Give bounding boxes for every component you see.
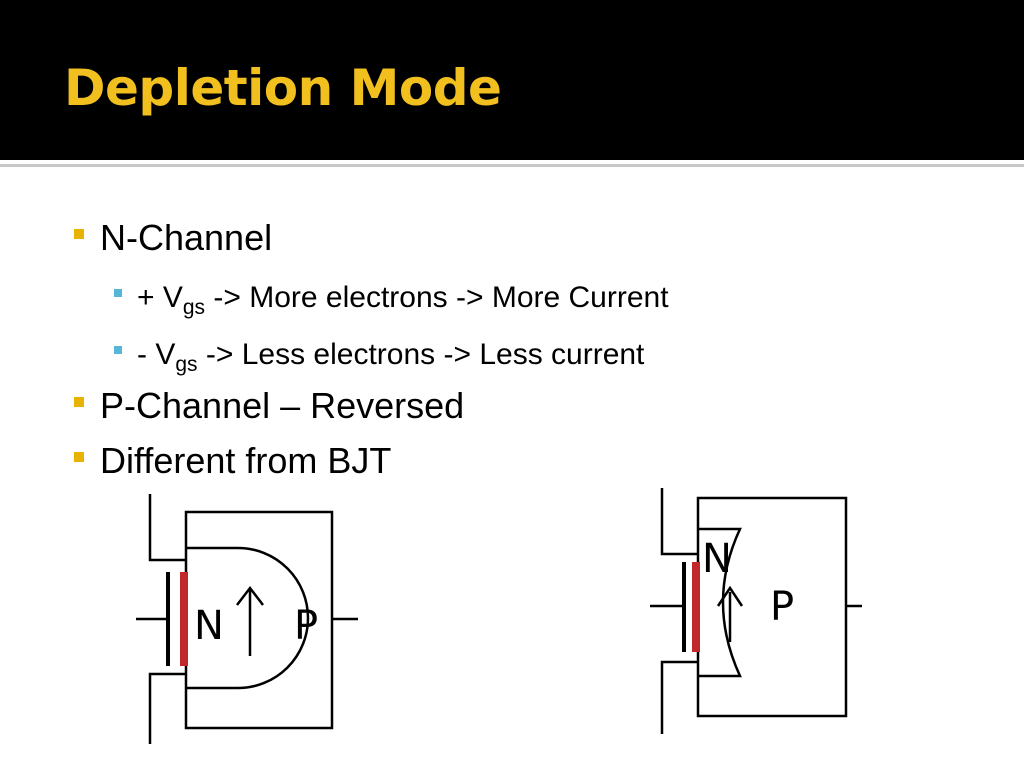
source-lead — [660, 488, 698, 556]
bullet-text: Different from BJT — [100, 440, 392, 481]
bullet-suffix: -> More electrons -> More Current — [205, 281, 669, 314]
title-bar — [0, 0, 1024, 160]
bullet-negative-vgs: - Vgs -> Less electrons -> Less current — [114, 335, 644, 375]
channel-boundary — [698, 527, 742, 678]
right-mosfet-diagram: N P — [650, 488, 862, 734]
current-arrow-head — [236, 585, 264, 606]
gate-oxide — [180, 572, 188, 666]
title-divider-shadow — [0, 164, 1024, 167]
bullet-text: P-Channel – Reversed — [100, 385, 465, 426]
bullet-p-channel: P-Channel – Reversed — [74, 384, 464, 428]
bullet-positive-vgs: + Vgs -> More electrons -> More Current — [114, 278, 669, 318]
bullet-n-channel: N-Channel — [74, 216, 272, 260]
gate-oxide — [692, 562, 700, 652]
bullet-subscript: gs — [182, 296, 206, 319]
bullet-text: N-Channel — [100, 217, 273, 258]
bullet-square-icon — [74, 452, 84, 463]
source-lead — [148, 494, 186, 562]
title-divider — [0, 160, 1024, 164]
substrate-label: P — [294, 603, 318, 649]
slide-title: Depletion Mode — [64, 59, 502, 117]
bullet-subscript: gs — [175, 353, 198, 376]
bullet-square-icon — [74, 229, 84, 240]
channel-boundary — [186, 546, 310, 690]
bullet-prefix: - V — [137, 338, 176, 371]
bullet-square-icon — [74, 397, 84, 408]
bullet-suffix: -> Less electrons -> Less current — [197, 338, 645, 371]
left-mosfet-diagram: N P — [136, 494, 358, 744]
bullet-different-from-bjt: Different from BJT — [74, 439, 391, 483]
drain-lead — [148, 672, 186, 744]
bullet-square-icon — [114, 289, 122, 298]
bullet-square-icon — [114, 346, 122, 355]
channel-label: N — [194, 603, 224, 649]
substrate-label: P — [770, 584, 794, 630]
channel-label: N — [702, 536, 732, 582]
drain-lead — [660, 660, 698, 734]
bullet-prefix: + V — [137, 281, 183, 314]
current-arrow-head — [716, 585, 744, 607]
